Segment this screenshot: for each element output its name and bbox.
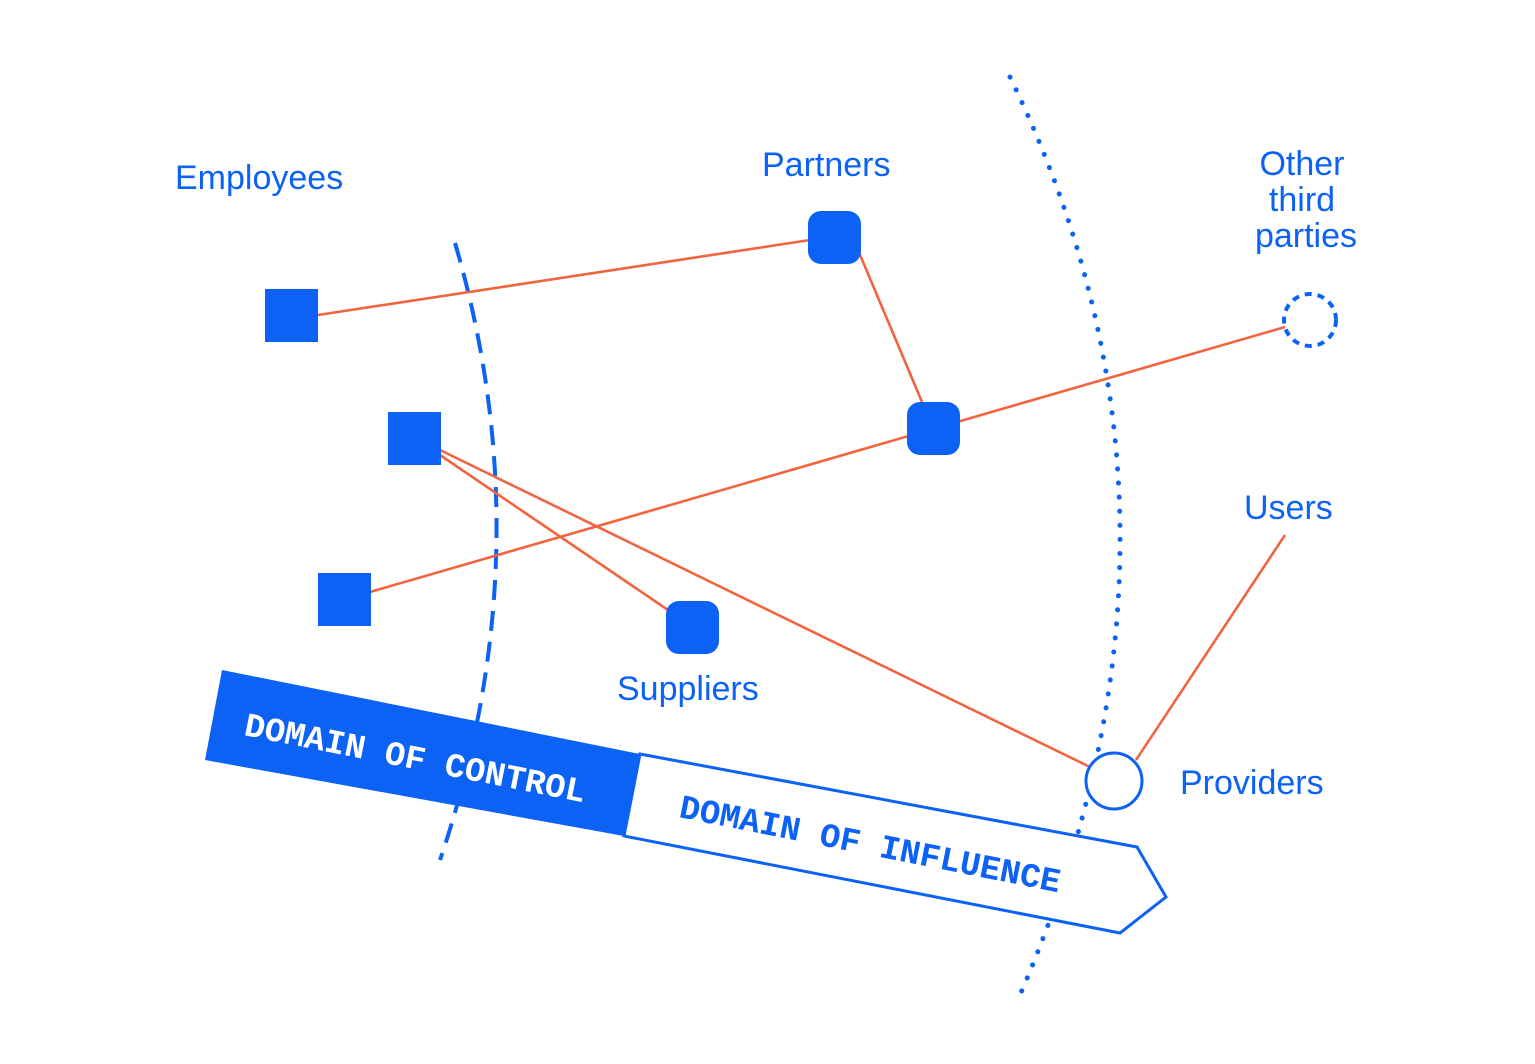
employee-node xyxy=(318,573,371,626)
link-employee-supplier xyxy=(439,453,669,612)
domain-of-influence-band xyxy=(622,752,1168,935)
suppliers-label: Suppliers xyxy=(617,670,759,708)
domain-banner: DOMAIN OF CONTROL DOMAIN OF INFLUENCE xyxy=(205,670,1168,935)
provider-node xyxy=(1084,751,1144,811)
link-employee-third-party xyxy=(369,325,1286,594)
other-third-parties-label-line-3: parties xyxy=(1255,217,1357,255)
users-label: Users xyxy=(1244,489,1333,527)
partner-node xyxy=(808,211,861,264)
employees-label: Employees xyxy=(175,159,343,197)
providers-label: Providers xyxy=(1180,764,1324,802)
employee-node xyxy=(388,412,441,465)
link-provider-users xyxy=(1134,534,1287,761)
hub-node xyxy=(907,402,960,455)
other-third-party-node xyxy=(1282,292,1338,348)
link-employee-provider xyxy=(439,448,1091,769)
partners-label: Partners xyxy=(762,146,891,184)
employee-node xyxy=(265,289,318,342)
other-third-parties-label-line-2: third xyxy=(1269,181,1335,219)
domain-of-control-band xyxy=(205,670,640,836)
link-partner-hub xyxy=(856,249,924,403)
link-employee-partner xyxy=(317,238,811,317)
supplier-node xyxy=(666,601,719,654)
connection-lines xyxy=(317,238,1287,769)
other-third-parties-label-line-1: Other xyxy=(1259,145,1344,183)
